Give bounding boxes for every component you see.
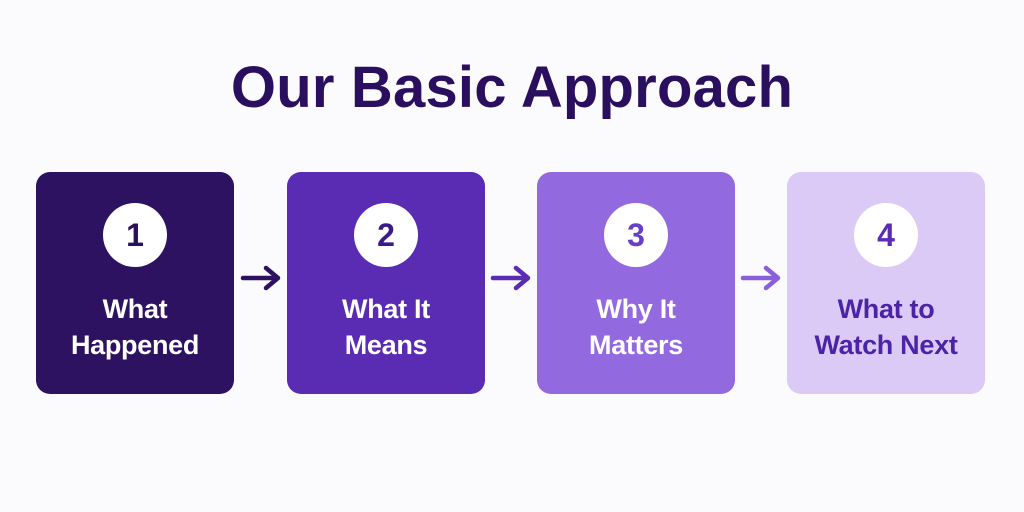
step-label-line: Matters — [589, 330, 683, 360]
step-label-line: Happened — [70, 330, 200, 360]
step-label: What Happened — [45, 291, 225, 363]
arrow-right-icon — [240, 262, 284, 294]
step-card-3: 3 Why It Matters — [537, 172, 735, 394]
step-label: Why It Matters — [546, 291, 726, 363]
step-label-line: Means — [344, 330, 428, 360]
step-label-line: Watch Next — [814, 330, 958, 360]
step-number-badge: 3 — [604, 203, 668, 267]
arrow-right-icon — [740, 262, 784, 294]
step-card-4: 4 What to Watch Next — [787, 172, 985, 394]
step-label: What It Means — [296, 291, 476, 363]
step-card-2: 2 What It Means — [287, 172, 485, 394]
step-number-badge: 1 — [103, 203, 167, 267]
step-card-1: 1 What Happened — [36, 172, 234, 394]
step-number-badge: 4 — [854, 203, 918, 267]
step-number-badge: 2 — [354, 203, 418, 267]
arrow-right-icon — [490, 262, 534, 294]
step-label-line: What It — [342, 294, 430, 324]
page-title: Our Basic Approach — [230, 55, 794, 120]
step-label-line: What — [102, 294, 168, 324]
step-label-line: What to — [837, 294, 935, 324]
step-label: What to Watch Next — [796, 291, 976, 363]
step-label-line: Why It — [596, 294, 676, 324]
